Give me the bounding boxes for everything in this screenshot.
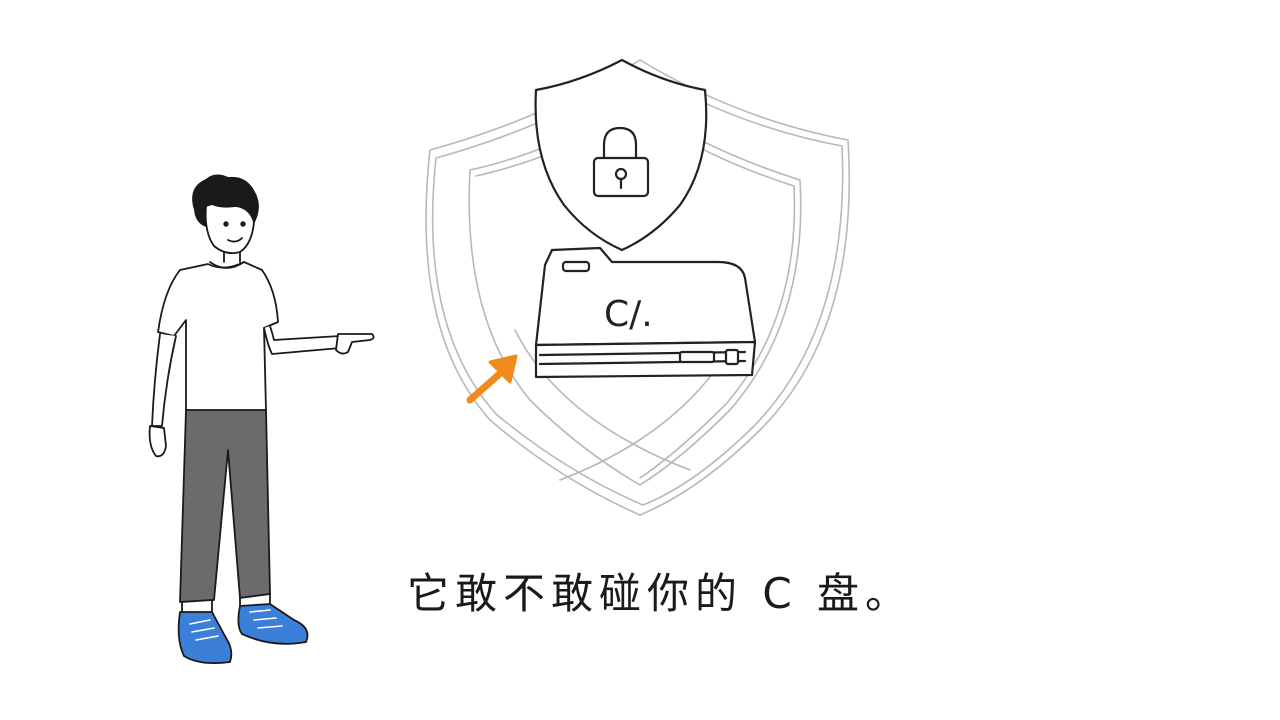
person-figure xyxy=(148,174,375,665)
hard-drive-icon xyxy=(534,246,757,379)
lock-icon xyxy=(592,126,650,198)
arrow-icon xyxy=(466,354,518,404)
drive-label: C/. xyxy=(604,294,653,335)
shield-icon xyxy=(534,58,708,252)
caption-text: 它敢不敢碰你的 C 盘。 xyxy=(406,569,914,618)
